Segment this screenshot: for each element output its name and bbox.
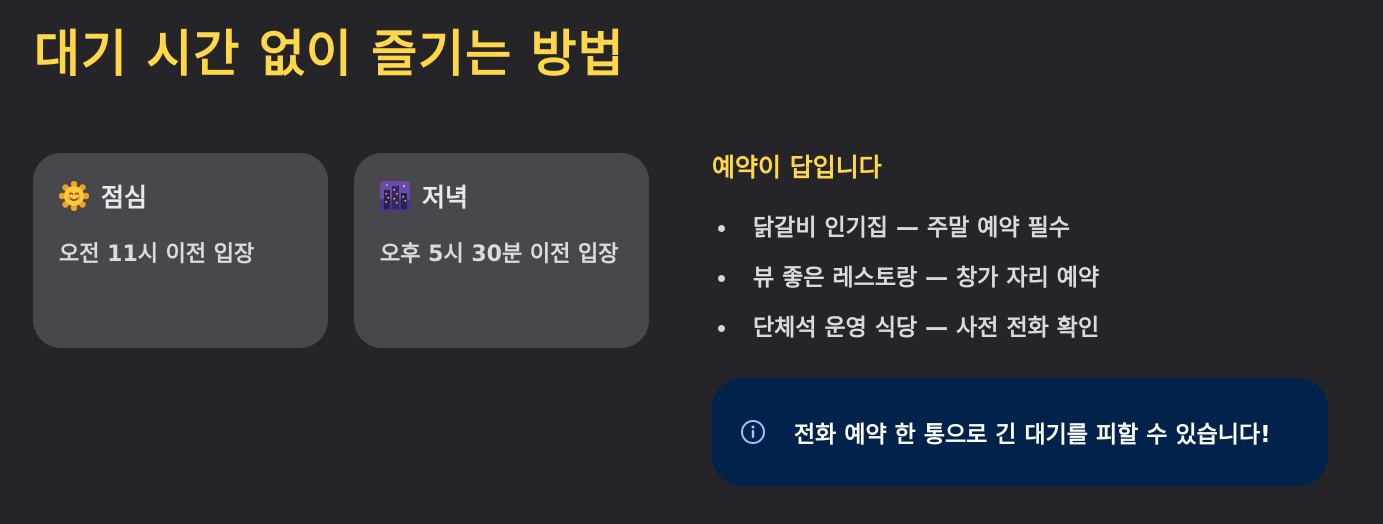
notice-text: 전화 예약 한 통으로 긴 대기를 피할 수 있습니다! xyxy=(794,422,1271,448)
dinner-card-text: 오후 5시 30분 이전 입장 xyxy=(380,242,619,267)
info-icon xyxy=(740,419,766,445)
bullet-icon xyxy=(718,325,725,332)
page-title: 대기 시간 없이 즐기는 방법 xyxy=(34,25,625,83)
smiling-sun-icon xyxy=(58,180,90,212)
list-item: 뷰 좋은 레스토랑 — 창가 자리 예약 xyxy=(712,258,1099,308)
dinner-card: 저녁 오후 5시 30분 이전 입장 xyxy=(354,153,649,348)
list-item: 단체석 운영 식당 — 사전 전화 확인 xyxy=(712,308,1099,358)
list-item-text: 단체석 운영 식당 — 사전 전화 확인 xyxy=(753,315,1100,341)
lunch-card-text: 오전 11시 이전 입장 xyxy=(59,242,255,267)
bullet-icon xyxy=(718,275,725,282)
list-item-text: 뷰 좋은 레스토랑 — 창가 자리 예약 xyxy=(753,265,1100,291)
info-notice: 전화 예약 한 통으로 긴 대기를 피할 수 있습니다! xyxy=(712,378,1328,486)
list-item: 닭갈비 인기집 — 주말 예약 필수 xyxy=(712,208,1099,258)
night-city-icon xyxy=(380,181,410,211)
lunch-card-header: 점심 xyxy=(58,179,302,213)
list-item-text: 닭갈비 인기집 — 주말 예약 필수 xyxy=(753,215,1070,241)
tips-list: 닭갈비 인기집 — 주말 예약 필수 뷰 좋은 레스토랑 — 창가 자리 예약 … xyxy=(712,208,1099,358)
dinner-card-header: 저녁 xyxy=(380,179,623,213)
lunch-card: 점심 오전 11시 이전 입장 xyxy=(33,153,328,348)
dinner-card-title: 저녁 xyxy=(422,183,469,212)
bullet-icon xyxy=(718,225,725,232)
tips-heading: 예약이 답입니다 xyxy=(712,153,882,182)
lunch-card-title: 점심 xyxy=(101,183,148,212)
